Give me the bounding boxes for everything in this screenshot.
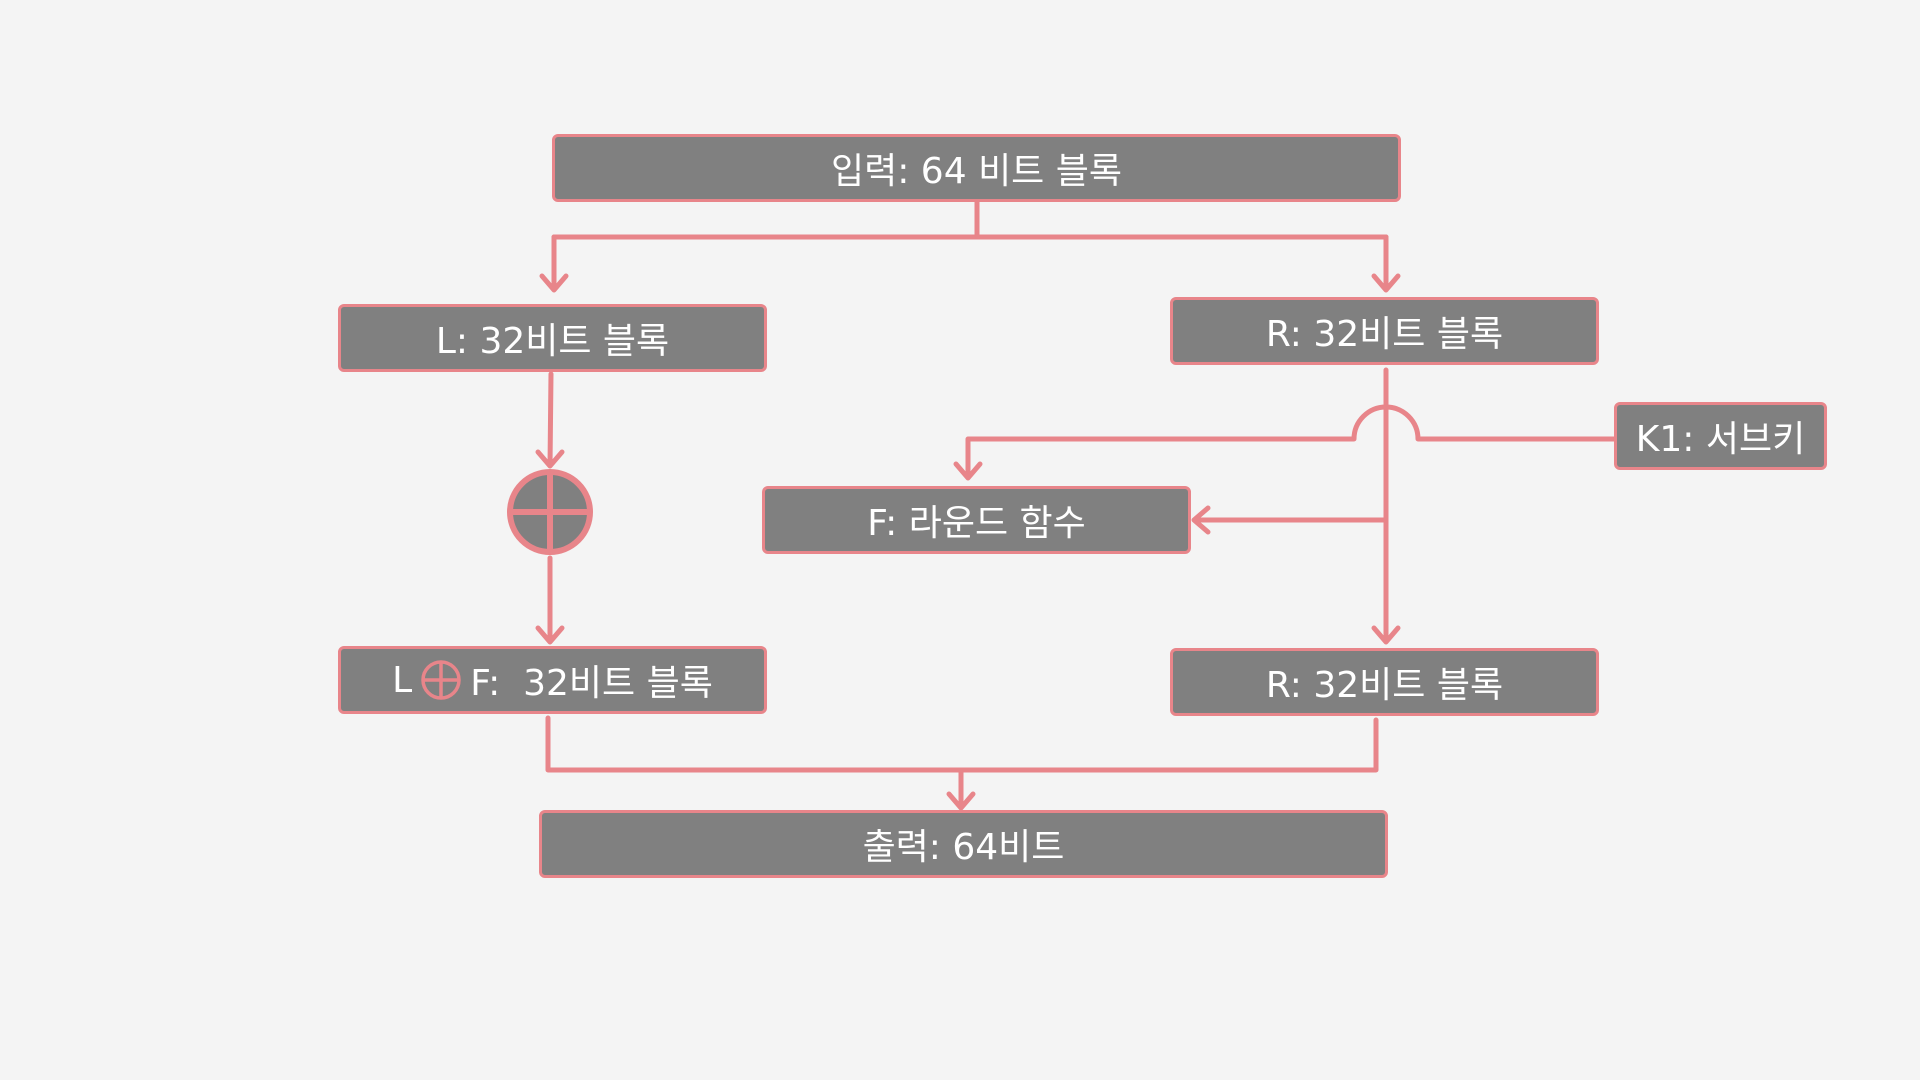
right-result-label: R: 32비트 블록 xyxy=(1265,665,1504,706)
left-result-suffix: F: 32비트 블록 xyxy=(470,663,713,704)
circled-plus-icon xyxy=(420,659,462,701)
merge-to-output-line xyxy=(545,715,1379,811)
input-block-label: 입력: 64 비트 블록 xyxy=(831,151,1122,192)
left-result-block: L F: 32비트 블록 xyxy=(338,646,767,714)
arrow-right-to-right-result xyxy=(1371,367,1401,645)
round-function-label: F: 라운드 함수 xyxy=(867,503,1086,544)
left-result-prefix: L xyxy=(392,659,413,701)
subkey-label: K1: 서브키 xyxy=(1635,419,1806,460)
output-block-label: 출력: 64비트 xyxy=(862,827,1065,868)
arrow-to-left-block xyxy=(539,234,569,293)
arrow-xor-to-left-result xyxy=(535,555,565,645)
output-block: 출력: 64비트 xyxy=(539,810,1388,878)
arrow-to-right-block xyxy=(1371,234,1401,293)
input-split-line xyxy=(551,199,1389,240)
round-function-block: F: 라운드 함수 xyxy=(762,486,1191,554)
input-block: 입력: 64 비트 블록 xyxy=(552,134,1401,202)
arrow-right-to-f xyxy=(1191,505,1389,535)
xor-icon xyxy=(507,469,593,555)
right-result-block: R: 32비트 블록 xyxy=(1170,648,1599,716)
left-half-label: L: 32비트 블록 xyxy=(435,321,670,362)
arrow-left-to-xor xyxy=(535,371,565,469)
left-half-block: L: 32비트 블록 xyxy=(338,304,767,372)
right-half-label: R: 32비트 블록 xyxy=(1265,314,1504,355)
subkey-block: K1: 서브키 xyxy=(1614,402,1827,470)
right-half-block: R: 32비트 블록 xyxy=(1170,297,1599,365)
subkey-line xyxy=(953,404,1617,481)
